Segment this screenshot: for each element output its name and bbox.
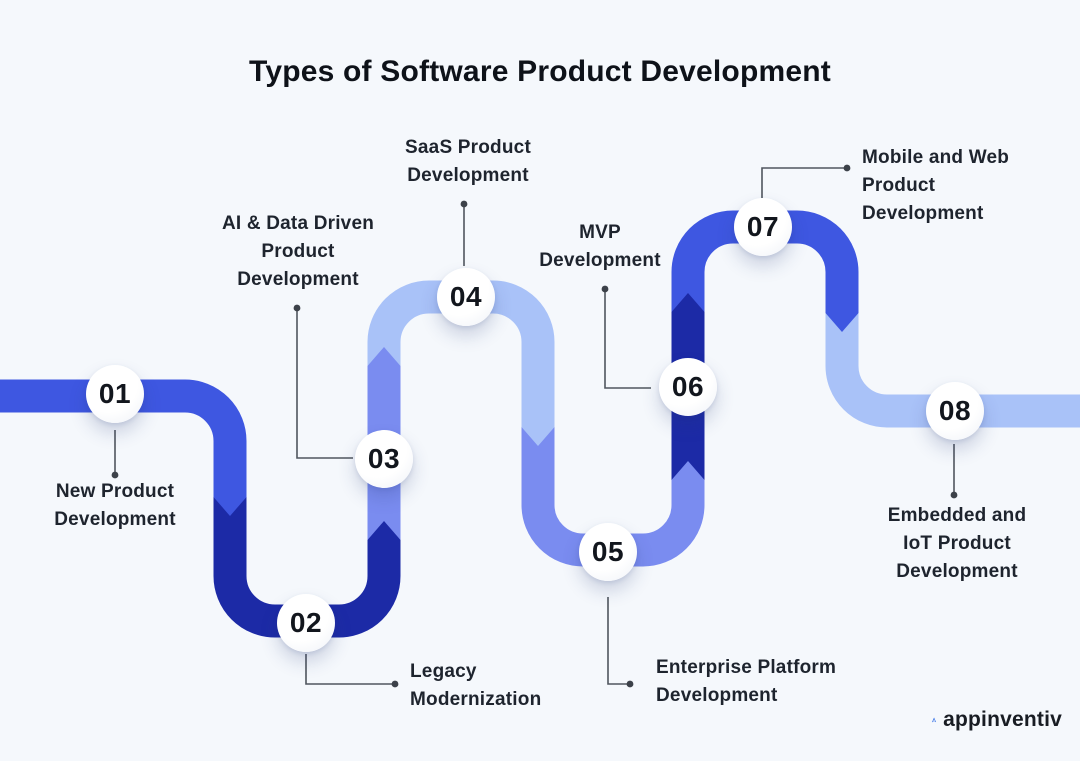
logo-triangle-left-stroke [932, 718, 935, 723]
label-line: SaaS Product [405, 137, 531, 158]
leader-lines [114, 167, 955, 685]
leader-line-06 [604, 292, 651, 389]
brand-name: appinventiv [943, 708, 1062, 731]
label-line: Modernization [410, 689, 542, 710]
step-02-badge: 02 [277, 594, 335, 652]
label-line: Development [237, 269, 359, 290]
leader-line-03 [296, 311, 353, 459]
path-segment-08 [825, 313, 1080, 428]
leader-line-02 [305, 654, 392, 685]
path-segment-01 [0, 379, 247, 497]
step-03-label: AI & Data Driven Product Development [198, 210, 398, 294]
chevron-up-icon [671, 461, 705, 480]
step-02-label: Legacy Modernization [410, 658, 541, 714]
step-08-number: 08 [938, 395, 972, 426]
step-01-number: 01 [98, 378, 132, 409]
leader-dot-01 [111, 471, 119, 479]
step-08-badge: 08 [926, 382, 984, 440]
chevron-down-icon [825, 313, 859, 332]
leader-dot-03 [293, 304, 301, 312]
step-03-number: 03 [367, 443, 401, 474]
step-07-number: 07 [746, 211, 780, 242]
leader-line-07 [761, 167, 844, 198]
step-03-badge: 03 [355, 430, 413, 488]
leader-dot-08 [950, 491, 958, 499]
leader-dot-06 [601, 285, 609, 293]
page-title: Types of Software Product Development [249, 55, 831, 88]
leader-dot-02 [391, 680, 399, 688]
label-line: MVP [579, 222, 621, 243]
label-line: Mobile and Web [862, 147, 1010, 168]
chevron-down-icon [521, 427, 555, 446]
step-04-number: 04 [449, 281, 483, 312]
chevron-up-icon [367, 521, 401, 540]
label-line: Enterprise Platform [656, 657, 837, 678]
label-line: Development [539, 250, 661, 271]
step-01-badge: 01 [86, 365, 144, 423]
leader-dot-05 [626, 680, 634, 688]
label-line: New Product [55, 481, 175, 502]
step-02-number: 02 [289, 607, 323, 638]
label-line: Development [656, 685, 778, 706]
label-line: Legacy [410, 661, 477, 682]
label-line: Development [862, 203, 984, 224]
leader-dot-07 [843, 164, 851, 172]
chevron-up-icon [671, 293, 705, 312]
step-01-label: New Product Development [15, 478, 215, 534]
label-line: IoT Product [903, 533, 1011, 554]
appinventiv-triangle-icon [932, 717, 936, 723]
leader-dot-04 [460, 200, 468, 208]
step-08-label: Embedded and IoT Product Development [857, 502, 1057, 586]
label-line: Development [54, 509, 176, 530]
step-06-number: 06 [671, 371, 705, 402]
step-04-label: SaaS Product Development [368, 134, 568, 190]
label-line: Development [896, 561, 1018, 582]
chevron-down-icon [213, 497, 247, 516]
step-04-badge: 04 [437, 268, 495, 326]
step-05-number: 05 [591, 536, 625, 567]
chevron-up-icon [367, 347, 401, 366]
step-06-badge: 06 [659, 358, 717, 416]
brand-logo: appinventiv [932, 700, 1062, 740]
label-line: Product [862, 175, 936, 196]
label-line: AI & Data Driven [221, 213, 375, 234]
leader-line-05 [607, 597, 627, 685]
step-05-badge: 05 [579, 523, 637, 581]
step-06-label: MVP Development [520, 219, 680, 275]
label-line: Development [407, 165, 529, 186]
step-05-label: Enterprise Platform Development [656, 654, 836, 710]
label-line: Embedded and [887, 505, 1027, 526]
step-07-badge: 07 [734, 198, 792, 256]
step-07-label: Mobile and Web Product Development [862, 144, 1009, 228]
leader-dots [111, 164, 958, 688]
label-line: Product [261, 241, 335, 262]
